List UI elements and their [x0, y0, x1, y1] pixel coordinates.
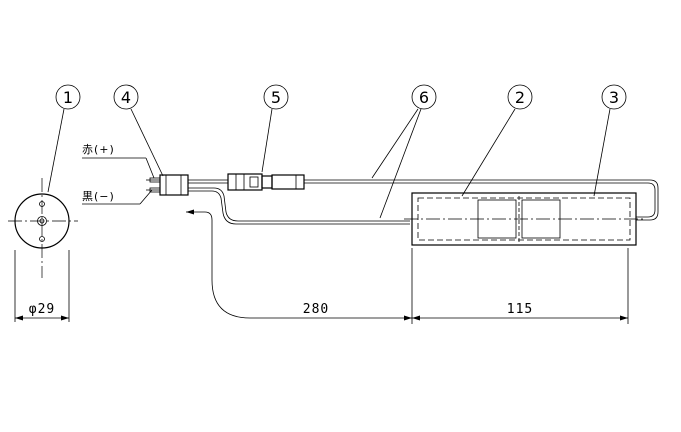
callout-6: 6 [371, 84, 437, 219]
callout-4-number: 4 [121, 88, 131, 107]
callout-3: 3 [593, 84, 627, 197]
plug-part-5 [227, 173, 305, 191]
callout-3-number: 3 [609, 88, 619, 107]
callout-6-number: 6 [419, 88, 429, 107]
callout-1-number: 1 [63, 88, 73, 107]
callout-1: 1 [47, 84, 81, 193]
diameter-label: φ29 [29, 302, 55, 317]
wire-labels: 赤(+) 黒(−) [82, 143, 155, 205]
connector-part-4 [146, 174, 189, 196]
callout-2: 2 [461, 84, 533, 197]
diameter-dimension: φ29 [14, 250, 70, 322]
cable-length-leader [186, 209, 412, 319]
callout-2-number: 2 [515, 88, 525, 107]
body-length-label: 115 [507, 302, 533, 317]
red-wire-label: 赤(+) [82, 143, 115, 156]
end-view [8, 178, 78, 278]
length-dimensions: 280 115 [303, 248, 629, 324]
black-wire-label: 黒(−) [82, 190, 115, 203]
upper-long-wire [304, 179, 659, 221]
callout-4: 4 [113, 84, 164, 177]
upper-wire [188, 179, 228, 184]
callout-5: 5 [261, 84, 289, 173]
main-body [404, 192, 646, 246]
cable-length-label: 280 [303, 302, 329, 317]
callout-5-number: 5 [271, 88, 281, 107]
lower-wire [188, 187, 410, 225]
